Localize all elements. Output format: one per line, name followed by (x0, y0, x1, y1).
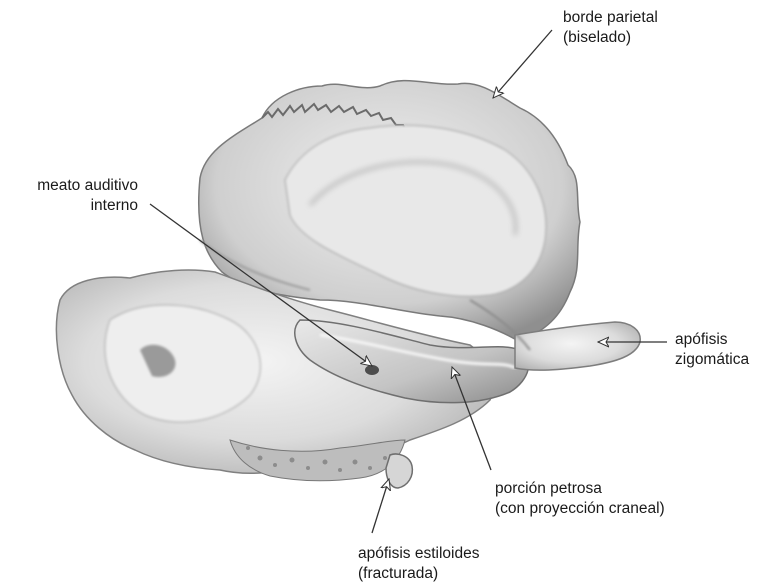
label-apofisis-zigomatica: apófisis zigomática (675, 330, 749, 370)
styloid-process (386, 454, 412, 488)
arrow-apofisis-estiloides (372, 479, 389, 533)
label-apofisis-estiloides-line2: (fracturada) (358, 564, 479, 584)
label-borde-parietal: borde parietal (biselado) (563, 8, 658, 48)
label-apofisis-estiloides-line1: apófisis estiloides (358, 544, 479, 564)
label-meato-auditivo-line1: meato auditivo (8, 176, 138, 196)
label-porcion-petrosa-line1: porción petrosa (495, 479, 665, 499)
label-borde-parietal-line1: borde parietal (563, 8, 658, 28)
bone-illustration (56, 81, 640, 488)
label-meato-auditivo-line2: interno (8, 196, 138, 216)
label-porcion-petrosa-line2: (con proyección craneal) (495, 499, 665, 519)
label-apofisis-zigomatica-line1: apófisis (675, 330, 749, 350)
label-borde-parietal-line2: (biselado) (563, 28, 658, 48)
label-apofisis-zigomatica-line2: zigomática (675, 350, 749, 370)
label-porcion-petrosa: porción petrosa (con proyección craneal) (495, 479, 665, 519)
label-apofisis-estiloides: apófisis estiloides (fracturada) (358, 544, 479, 584)
arrow-borde-parietal (493, 30, 552, 98)
internal-acoustic-meatus (365, 365, 379, 375)
label-meato-auditivo: meato auditivo interno (8, 176, 138, 216)
